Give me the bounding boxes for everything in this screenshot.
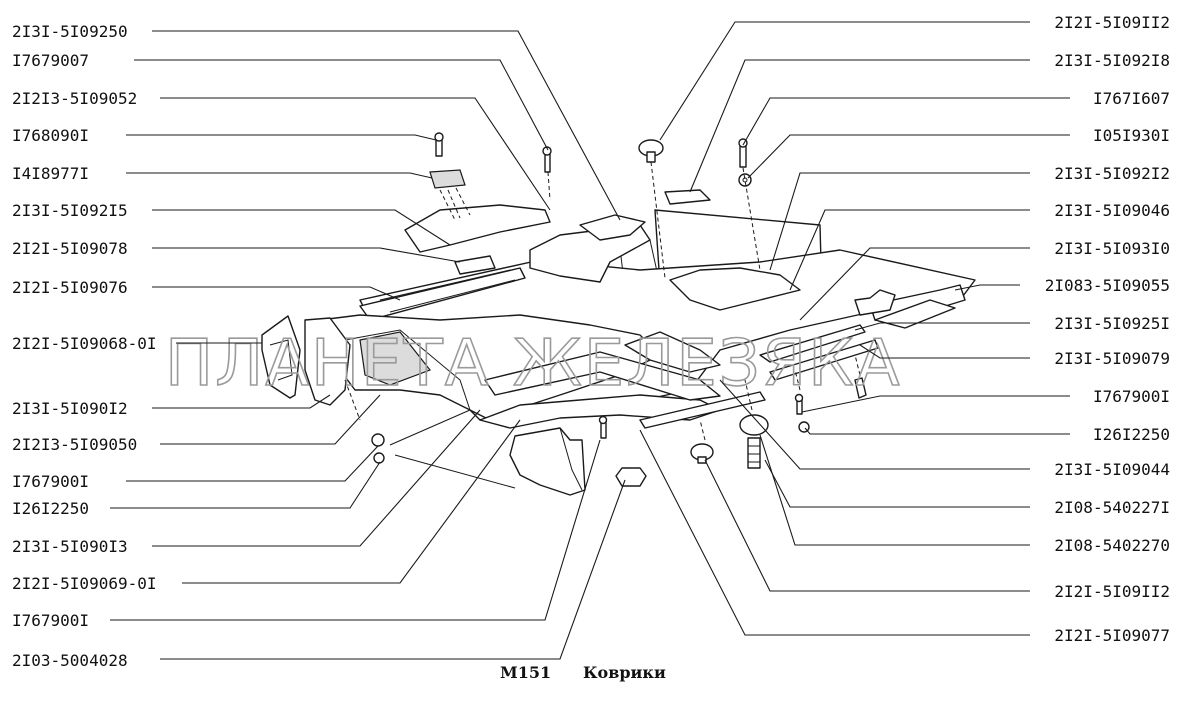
fastener-washer — [371, 433, 385, 464]
part-label: I7679007 — [12, 51, 89, 70]
fastener-cap — [638, 139, 664, 163]
fastener-screw — [738, 138, 748, 168]
part-label: 2I3I-5I09044 — [1054, 460, 1170, 479]
part-label: 2I083-5I09055 — [1045, 276, 1170, 295]
part-label: I26I2250 — [12, 499, 89, 518]
part-label: 2I2I-5I09068-0I — [12, 334, 157, 353]
part-label: 2I3I-5I090I3 — [12, 537, 128, 556]
part-label: I767900I — [1093, 387, 1170, 406]
leader-lines-right — [639, 21, 1070, 636]
leader-lines-left — [110, 30, 626, 660]
part-label: I767900I — [12, 472, 89, 491]
part-label: 2I2I-5I09II2 — [1054, 582, 1170, 601]
part-label: 2I08-5402270 — [1054, 536, 1170, 555]
part-label: 2I2I-5I09II2 — [1054, 13, 1170, 32]
part-label: 2I3I-5I092I2 — [1054, 164, 1170, 183]
part-label: I4I8977I — [12, 164, 89, 183]
fastener-washer — [738, 173, 752, 187]
part-label: I05I930I — [1093, 126, 1170, 145]
part-label: 2I03-5004028 — [12, 651, 128, 670]
left-labels: 2I3I-5I09250 I7679007 2I2I3-5I09052 I768… — [12, 22, 157, 670]
part-label: 2I2I-5I09069-0I — [12, 574, 157, 593]
part-label: 2I3I-5I092I5 — [12, 201, 128, 220]
fastener-clip — [615, 467, 647, 487]
part-label: I26I2250 — [1093, 425, 1170, 444]
part-label: 2I2I-5I09077 — [1054, 626, 1170, 645]
fastener-cap — [690, 443, 714, 464]
fastener-clip — [854, 377, 867, 399]
part-label: 2I2I-5I09078 — [12, 239, 128, 258]
fastener-screw — [794, 393, 804, 415]
fastener-screw — [434, 132, 444, 157]
part-label: I768090I — [12, 126, 89, 145]
fastener-screw — [598, 415, 608, 439]
figure-title: Коврики — [583, 663, 666, 682]
part-label: 2I3I-5I092I8 — [1054, 51, 1170, 70]
part-label: 2I3I-5I0925I — [1054, 314, 1170, 333]
watermark-text: ПЛАНЕТА ЖЕЛЕЗЯКА — [165, 327, 901, 401]
part-label: I767900I — [12, 611, 89, 630]
part-label: 2I2I-5I09076 — [12, 278, 128, 297]
part-label: 2I3I-5I093I0 — [1054, 239, 1170, 258]
figure-code: M151 — [500, 663, 551, 682]
fastener-cap — [739, 414, 769, 469]
fastener-screw — [542, 146, 552, 173]
part-label: 2I2I3-5I09052 — [12, 89, 137, 108]
fastener-clip — [429, 169, 466, 189]
part-label: 2I2I3-5I09050 — [12, 435, 137, 454]
part-label: 2I3I-5I09250 — [12, 22, 128, 41]
floor-mats-drawing — [261, 132, 976, 496]
right-labels: 2I2I-5I09II2 2I3I-5I092I8 I767I607 I05I9… — [1045, 13, 1170, 645]
part-label: 2I3I-5I09046 — [1054, 201, 1170, 220]
part-label: 2I08-540227I — [1054, 498, 1170, 517]
part-label: 2I3I-5I09079 — [1054, 349, 1170, 368]
part-label: 2I3I-5I090I2 — [12, 399, 128, 418]
part-label: I767I607 — [1093, 89, 1170, 108]
